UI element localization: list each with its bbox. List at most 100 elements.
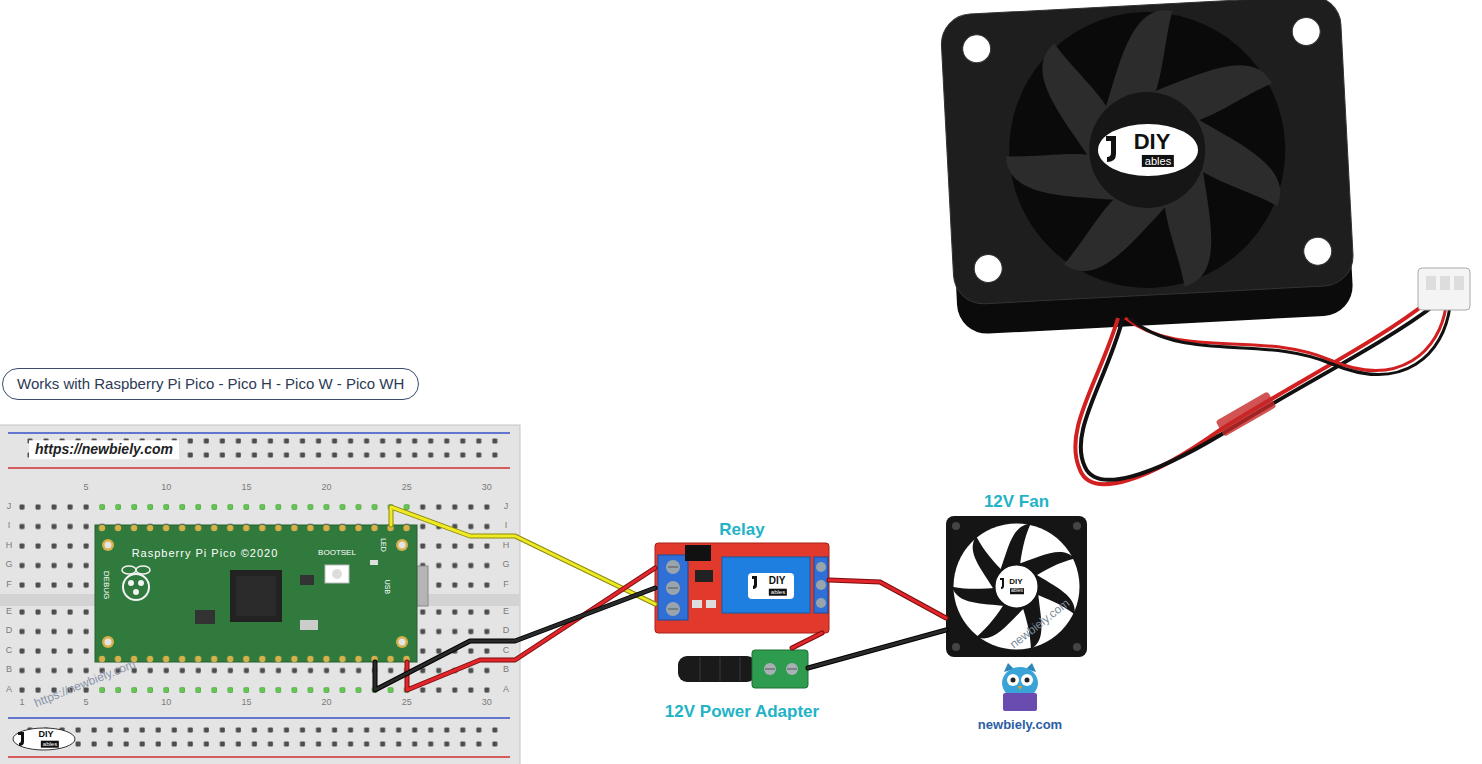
owl-icon-part (1011, 678, 1016, 683)
fan-illustration-part (1073, 522, 1081, 530)
dc-jack-illustration-part (700, 657, 701, 681)
fan-photo-part-part (990, 0, 1297, 300)
relay-illustration-part (668, 588, 678, 589)
pico-illustration-part (105, 639, 112, 646)
row-letter: H (503, 541, 510, 551)
fan-photo-part (1081, 304, 1436, 480)
logo-text: DIY (769, 575, 786, 586)
row-letter: G (5, 560, 12, 570)
pin-label: DEBUG (102, 571, 111, 599)
relay-illustration-part (695, 570, 713, 582)
dc-jack-illustration-part (720, 657, 721, 681)
relay-illustration-part (655, 543, 829, 633)
led-label: LED (379, 538, 387, 552)
fan-photo (940, 0, 1470, 484)
power-adapter: 12V Power Adapter (676, 648, 808, 688)
pico-board: Raspberry Pi Pico ©2020BOOTSELDEBUGUSBLE… (95, 525, 417, 662)
column-number: 1 (19, 698, 24, 708)
owl-icon-part (1007, 674, 1019, 686)
dc-jack-illustration-part (678, 656, 756, 682)
fan-photo-part (1129, 306, 1450, 374)
pico-illustration-part (370, 560, 378, 565)
fan-illustration-part (952, 643, 960, 651)
breadboard-part (13, 728, 75, 750)
pico-illustration (95, 524, 428, 663)
fan-photo-part (1426, 276, 1436, 290)
fan-photo-part (1418, 268, 1470, 310)
dc-jack-illustration-part (752, 650, 808, 688)
pico-illustration-part (396, 636, 408, 648)
relay-illustration-part (666, 602, 680, 616)
dc-jack-illustration-part (786, 663, 798, 675)
relay-illustration-part (752, 576, 757, 589)
logo-text: DIY (38, 730, 53, 740)
fan-photo-part-part (962, 34, 991, 63)
wire-part (829, 580, 946, 618)
row-letter: J (7, 502, 12, 512)
row-letter: A (6, 685, 12, 695)
logo-text: ables (1142, 155, 1174, 167)
column-number: 10 (161, 698, 171, 708)
row-letter: F (6, 580, 12, 590)
row-letter: I (8, 521, 11, 531)
column-number: 25 (402, 698, 412, 708)
pico-illustration-part (123, 574, 149, 600)
pico-illustration-part (136, 566, 150, 574)
column-number: 25 (402, 483, 412, 493)
dc-jack-illustration-part (764, 663, 776, 675)
owl-icon-part (1025, 678, 1030, 683)
fan-illustration (946, 516, 1087, 657)
fan-photo-part (1075, 300, 1430, 484)
fan-photo-part-part-part (1086, 89, 1208, 211)
wire-part (407, 568, 655, 690)
column-number: 5 (84, 483, 89, 493)
owl-icon-part (1018, 686, 1022, 690)
column-number: 15 (241, 698, 251, 708)
relay-illustration-part (816, 562, 826, 572)
pico-illustration-part (133, 589, 139, 595)
row-letter: J (504, 502, 509, 512)
breadboard-part (8, 756, 510, 758)
row-letter: D (6, 626, 13, 636)
owl-icon-part (1021, 674, 1033, 686)
logo-text: DIY (1009, 578, 1022, 587)
column-number: 15 (241, 483, 251, 493)
pico-illustration-part (236, 576, 276, 616)
component-title: 12V Fan (984, 493, 1049, 512)
pico-illustration-part (300, 620, 318, 630)
fan-photo-part (940, 0, 1356, 335)
wire-part (808, 630, 946, 668)
breadboard-part (27, 438, 502, 460)
breadboard-part (27, 727, 502, 749)
breadboard (0, 425, 520, 764)
logo-text: ables (769, 589, 787, 596)
dc-jack-illustration-part (787, 669, 797, 670)
fan-photo-part-part (973, 254, 1002, 283)
fan-photo-part-part (1292, 17, 1321, 46)
relay-illustration-part (668, 609, 678, 610)
relay-module: Relay (655, 543, 829, 633)
owl-icon-part (1003, 693, 1037, 711)
row-letter: B (6, 665, 12, 675)
pico-illustration-part (300, 575, 314, 585)
row-letter: H (6, 541, 13, 551)
fan-photo-part (1440, 276, 1450, 290)
wire (407, 568, 655, 690)
wire-part (808, 630, 946, 668)
wire-part (792, 633, 822, 648)
relay-illustration-part (668, 567, 678, 568)
fan-illustration-part (1073, 643, 1081, 651)
row-letter: E (6, 607, 12, 617)
wire-part (407, 568, 655, 690)
fan-photo-part (1216, 391, 1277, 437)
pico-illustration-part (102, 636, 114, 648)
dc-jack-illustration-part (765, 669, 775, 670)
pico-illustration-part (399, 542, 406, 549)
pico-illustration-part (102, 539, 114, 551)
website-label: https://newbiely.com (29, 440, 179, 459)
fan-illustration-part (952, 522, 960, 530)
banner-text: Works with Raspberry Pi Pico - Pico H - … (17, 375, 404, 393)
pico-illustration-part (399, 639, 406, 646)
relay-illustration-part (722, 557, 810, 613)
pico-illustration-part (95, 525, 417, 662)
